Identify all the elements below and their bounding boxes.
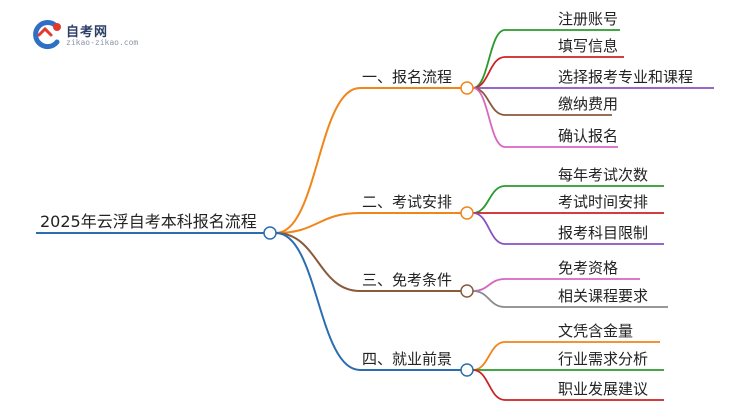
branch-node-dot[interactable] — [460, 206, 474, 220]
root-node-dot[interactable] — [263, 226, 277, 240]
branch-link — [275, 212, 361, 234]
mindmap-links — [36, 29, 714, 401]
leaf-link — [472, 87, 506, 116]
leaf-link — [472, 212, 506, 245]
root-title: 2025年云浮自考本科报名流程 — [40, 212, 257, 231]
leaf-link — [472, 278, 506, 292]
branch-node-dot[interactable] — [460, 284, 474, 298]
leaf-label: 注册账号 — [558, 10, 618, 28]
branch-label: 三、免考条件 — [362, 271, 452, 289]
leaf-label: 报考科目限制 — [558, 224, 648, 242]
leaf-link — [472, 87, 506, 148]
branch-label: 四、就业前景 — [362, 350, 452, 368]
leaf-label: 填写信息 — [558, 37, 618, 55]
leaf-label: 缴纳费用 — [558, 95, 618, 113]
leaf-link — [472, 341, 506, 371]
leaf-link — [472, 290, 506, 308]
leaf-label: 免考资格 — [558, 259, 618, 277]
leaf-label: 考试时间安排 — [558, 193, 648, 211]
leaf-link — [472, 369, 506, 401]
branch-node-dot[interactable] — [460, 81, 474, 95]
branch-node-dot[interactable] — [460, 363, 474, 377]
branch-label: 二、考试安排 — [362, 193, 452, 211]
leaf-label: 职业发展建议 — [558, 380, 648, 398]
leaf-label: 每年考试次数 — [558, 166, 648, 184]
leaf-label: 选择报考专业和课程 — [558, 68, 693, 86]
mindmap-nodes: 2025年云浮自考本科报名流程 一、报名流程 注册账号填写信息选择报考专业和课程缴纳… — [40, 10, 693, 398]
branch-link — [275, 87, 361, 234]
logo-url: zikao-zikao.com — [66, 38, 139, 47]
logo-icon — [33, 20, 61, 50]
leaf-label: 相关课程要求 — [558, 287, 648, 305]
branch-link — [275, 232, 361, 292]
site-logo[interactable]: 自考网 zikao-zikao.com — [30, 18, 170, 54]
leaf-label: 文凭含金量 — [558, 322, 633, 340]
leaf-label: 确认报名 — [558, 127, 618, 145]
logo-name: 自考网 — [66, 25, 109, 40]
branch-label: 一、报名流程 — [362, 68, 452, 86]
leaf-link — [472, 185, 506, 214]
leaf-label: 行业需求分析 — [558, 350, 648, 368]
branch-link — [275, 232, 361, 371]
